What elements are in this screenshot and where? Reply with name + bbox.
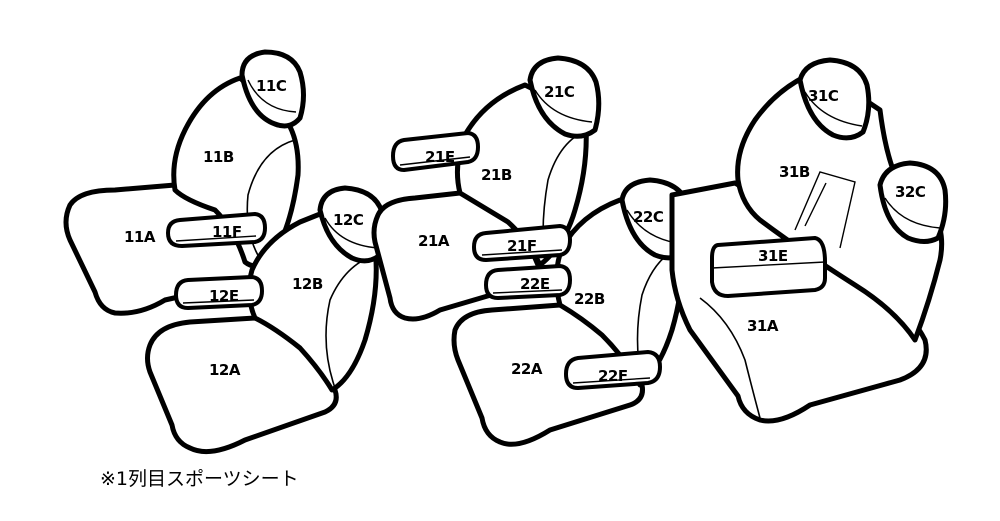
label-31C: 31C [808,87,839,105]
label-11A: 11A [124,228,156,246]
seat-21 [371,55,602,322]
label-31E: 31E [758,247,788,265]
label-11C: 11C [256,77,287,95]
label-22A: 22A [511,360,543,378]
label-12B: 12B [292,275,323,293]
label-32C: 32C [895,183,926,201]
label-12A: 12A [209,361,241,379]
armrest-31E [710,236,827,298]
label-21C: 21C [544,83,575,101]
label-21B: 21B [481,166,512,184]
label-22E: 22E [520,275,550,293]
label-22F: 22F [598,367,628,385]
seat-31-headrest [797,57,872,141]
armrests [166,131,827,390]
label-12C: 12C [333,211,364,229]
label-12E: 12E [209,287,239,305]
seat-11-headrest [239,49,306,129]
part-labels: 11C 11B 11A 11F 12C 12B 12A 12E 21C 21E … [124,77,926,385]
seat-12-cushion [145,315,339,455]
armrest-21E [391,131,480,172]
seat-32-headrest [877,160,949,244]
armrest-11F [166,212,267,248]
seat-21-headrest [527,55,602,139]
label-11B: 11B [203,148,234,166]
label-22B: 22B [574,290,605,308]
label-21A: 21A [418,232,450,250]
label-31B: 31B [779,163,810,181]
label-22C: 22C [633,208,664,226]
label-31A: 31A [747,317,779,335]
footnote-first-row-sport-seat: ※1列目スポーツシート [100,468,299,490]
label-11F: 11F [212,223,242,241]
seat-12 [145,185,387,455]
label-21F: 21F [507,237,537,255]
label-21E: 21E [425,148,455,166]
